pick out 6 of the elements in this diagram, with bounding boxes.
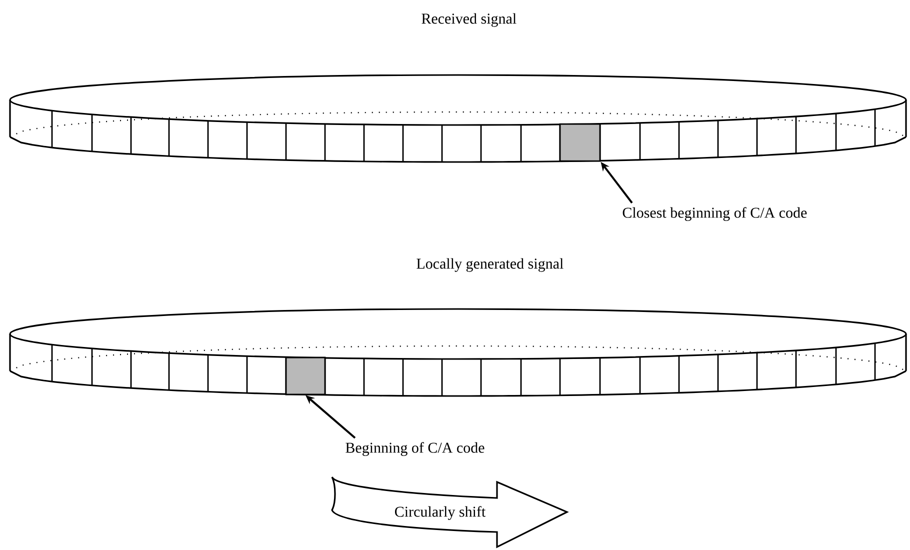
shaded-cell [285,356,326,396]
shaded-cell [559,123,601,162]
signal-label: Locally generated signal [416,258,564,272]
signal-label: Received signal [422,13,516,27]
callout-text: Closest beginning of C/A code [622,207,807,221]
callout-text: Beginning of C/A code [346,442,484,456]
